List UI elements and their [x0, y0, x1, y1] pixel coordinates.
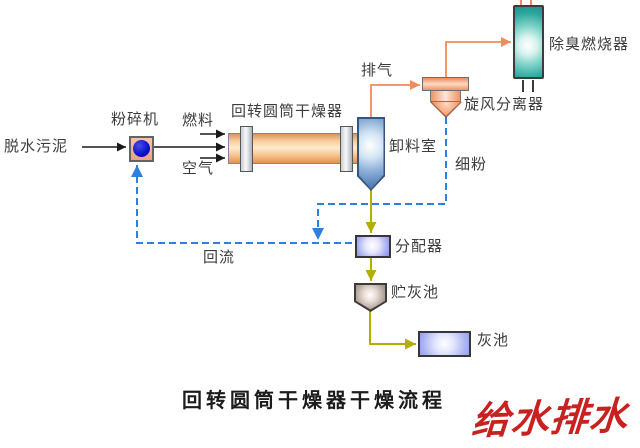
line-exhaust-to-cyclone — [370, 80, 420, 117]
burner-legs — [522, 80, 534, 92]
label-ash-storage: 贮灰池 — [391, 285, 440, 301]
label-distributor: 分配器 — [395, 239, 444, 255]
label-discharge-chamber: 卸料室 — [389, 139, 438, 155]
label-ash-pool: 灰池 — [477, 333, 510, 349]
label-crusher: 粉碎机 — [111, 112, 160, 128]
ash-pool-icon — [418, 331, 471, 357]
crusher-icon — [129, 136, 154, 162]
label-reflux: 回流 — [203, 250, 236, 266]
label-fuel: 燃料 — [182, 113, 215, 129]
line-reflux-to-crusher — [131, 165, 352, 244]
distributor-icon — [355, 235, 391, 258]
label-fine-powder: 细粉 — [455, 157, 488, 173]
label-air: 空气 — [182, 161, 215, 177]
cyclone-separator-icon — [430, 91, 461, 102]
watermark-signature: 给水排水 — [470, 395, 630, 443]
label-dewatered-sludge: 脱水污泥 — [4, 139, 69, 155]
crusher-dot-icon — [133, 140, 150, 157]
ash-storage-icon — [354, 283, 387, 312]
diagram-title: 回转圆筒干燥器干燥流程 — [182, 390, 446, 412]
drum-support-ring-icon — [340, 126, 353, 172]
cyclone-separator-icon — [422, 77, 469, 91]
label-rotary-drum-dryer: 回转圆筒干燥器 — [231, 104, 344, 120]
label-cyclone-separator: 旋风分离器 — [464, 97, 545, 113]
line-fine-powder-recycle — [312, 117, 447, 240]
deodorizing-burner-icon — [513, 5, 544, 79]
line-cyclone-to-burner — [445, 37, 511, 77]
label-exhaust: 排气 — [361, 63, 394, 79]
discharge-chamber-icon — [357, 117, 385, 191]
label-deodorizing-burner: 除臭燃烧器 — [549, 37, 630, 53]
line-ash-storage-to-ash-pool — [369, 311, 416, 350]
drum-support-ring-icon — [240, 126, 253, 172]
